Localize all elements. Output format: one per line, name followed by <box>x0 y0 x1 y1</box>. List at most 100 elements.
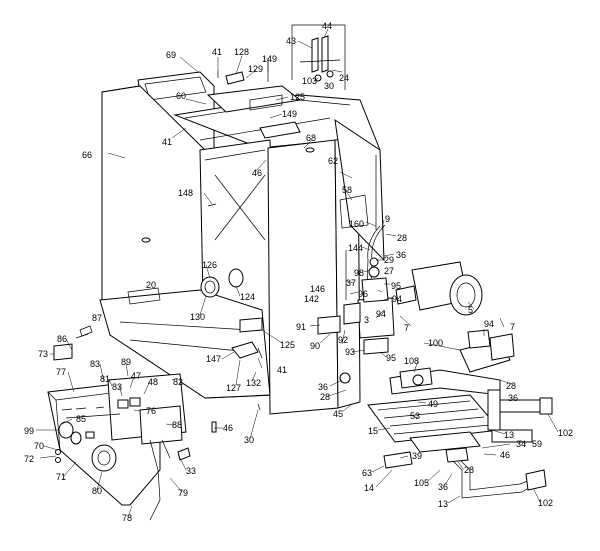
label-91: 91 <box>296 322 306 332</box>
label-94: 94 <box>484 319 494 329</box>
label-30: 30 <box>244 435 254 445</box>
label-89: 89 <box>121 357 131 367</box>
label-81: 81 <box>100 374 110 384</box>
label-76: 76 <box>146 406 156 416</box>
hydraulic-group <box>339 329 515 396</box>
top-frame-rails <box>173 85 381 151</box>
label-46: 46 <box>223 423 233 433</box>
label-36: 36 <box>318 382 328 392</box>
label-108: 108 <box>404 356 419 366</box>
brackets-screws <box>53 58 269 433</box>
label-46: 46 <box>252 168 262 178</box>
label-127: 127 <box>226 383 241 393</box>
label-102: 102 <box>558 428 573 438</box>
label-95: 95 <box>386 353 396 363</box>
label-87: 87 <box>92 313 102 323</box>
label-146: 146 <box>310 284 325 294</box>
label-83: 83 <box>90 359 100 369</box>
label-128: 128 <box>234 47 249 57</box>
label-48: 48 <box>148 377 158 387</box>
label-33: 33 <box>186 466 196 476</box>
label-5: 5 <box>468 305 473 315</box>
label-63: 63 <box>362 468 372 478</box>
label-59: 59 <box>532 439 542 449</box>
label-43: 43 <box>286 36 296 46</box>
label-103: 103 <box>302 76 317 86</box>
label-80: 80 <box>92 486 102 496</box>
label-28: 28 <box>320 392 330 402</box>
label-14: 14 <box>364 483 374 493</box>
electrode-assembly <box>291 24 346 90</box>
label-24: 24 <box>339 73 349 83</box>
front-right-panel-68 <box>267 137 361 415</box>
label-100: 100 <box>428 338 443 348</box>
label-47: 47 <box>131 371 141 381</box>
label-125: 125 <box>290 92 305 102</box>
label-28: 28 <box>397 233 407 243</box>
part-labels: 69 41 128 149 129 60 125 149 41 66 68 46… <box>24 21 573 523</box>
label-69: 69 <box>166 50 176 60</box>
label-41: 41 <box>277 365 287 375</box>
label-73: 73 <box>38 349 48 359</box>
label-41: 41 <box>212 47 222 57</box>
label-30: 30 <box>324 81 334 91</box>
label-142: 142 <box>304 294 319 304</box>
label-71: 71 <box>56 472 66 482</box>
label-82: 82 <box>173 377 183 387</box>
label-96: 96 <box>358 289 368 299</box>
leader-lines <box>36 28 559 518</box>
label-58: 58 <box>342 185 352 195</box>
label-53: 53 <box>410 411 420 421</box>
label-20: 20 <box>146 280 156 290</box>
label-79: 79 <box>178 488 188 498</box>
label-90: 90 <box>310 341 320 351</box>
label-160: 160 <box>349 219 364 229</box>
label-95: 95 <box>391 281 401 291</box>
label-7: 7 <box>404 323 409 333</box>
panel-text-blocks <box>61 406 121 419</box>
label-45: 45 <box>333 409 343 419</box>
label-36: 36 <box>396 250 406 260</box>
label-36: 36 <box>508 393 518 403</box>
label-72: 72 <box>24 454 34 464</box>
label-78: 78 <box>122 513 132 523</box>
panel-openings <box>141 147 315 298</box>
label-85: 85 <box>76 414 86 424</box>
label-28: 28 <box>506 381 516 391</box>
label-94: 94 <box>376 309 386 319</box>
control-panel-housing <box>47 373 187 506</box>
label-34: 34 <box>516 439 526 449</box>
label-88: 88 <box>172 420 182 430</box>
label-132: 132 <box>246 378 261 388</box>
label-99: 99 <box>24 426 34 436</box>
label-147: 147 <box>206 354 221 364</box>
label-149: 149 <box>262 54 277 64</box>
label-105: 105 <box>414 478 429 488</box>
label-125: 125 <box>280 340 295 350</box>
label-46: 46 <box>500 450 510 460</box>
label-49: 49 <box>428 399 438 409</box>
label-3: 3 <box>364 315 369 325</box>
label-39: 39 <box>412 451 422 461</box>
label-28: 28 <box>464 465 474 475</box>
label-9: 9 <box>385 214 390 224</box>
label-124: 124 <box>240 292 255 302</box>
label-66: 66 <box>82 150 92 160</box>
label-102: 102 <box>538 498 553 508</box>
label-126: 126 <box>202 260 217 270</box>
label-129: 129 <box>248 64 263 74</box>
label-92: 92 <box>338 335 348 345</box>
label-62: 62 <box>328 156 338 166</box>
control-knobs <box>55 421 117 472</box>
label-7: 7 <box>510 322 515 332</box>
label-93: 93 <box>345 347 355 357</box>
label-37: 37 <box>346 278 356 288</box>
label-83: 83 <box>112 382 122 392</box>
rear-connector-cable <box>149 439 191 521</box>
label-29: 29 <box>384 255 394 265</box>
label-13: 13 <box>504 430 514 440</box>
label-144: 144 <box>348 243 363 253</box>
label-86: 86 <box>57 334 67 344</box>
